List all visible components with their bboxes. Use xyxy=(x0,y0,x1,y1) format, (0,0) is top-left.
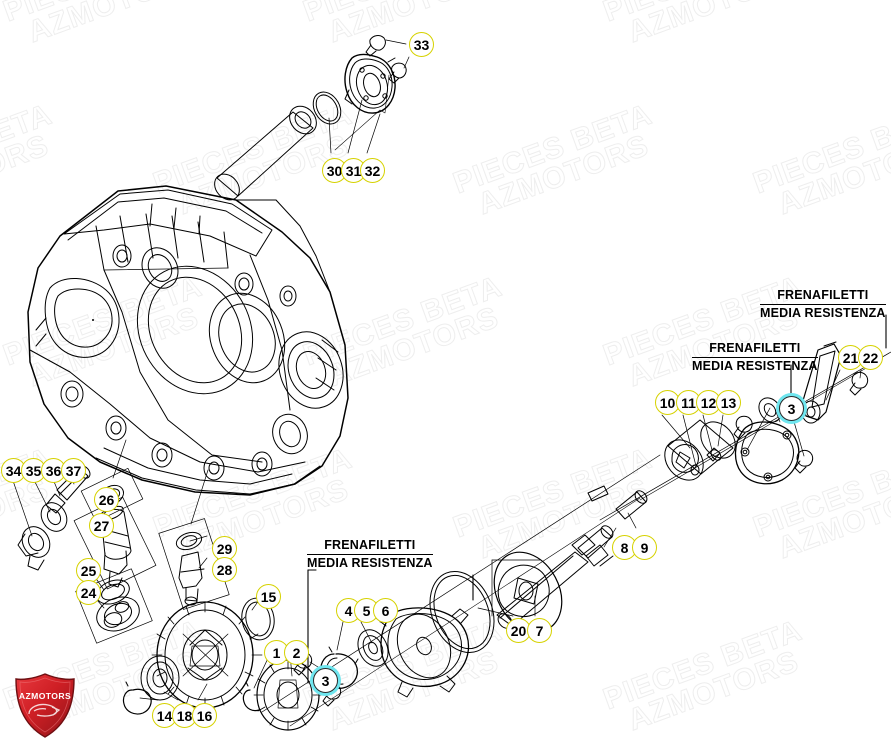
callout-11[interactable]: 11 xyxy=(676,390,701,415)
engine-crankcase xyxy=(27,185,349,496)
callout-7[interactable]: 7 xyxy=(527,618,552,643)
callout-20[interactable]: 20 xyxy=(506,618,531,643)
note-line-2: MEDIA RESISTENZA xyxy=(307,553,433,570)
callout-3[interactable]: 3 xyxy=(779,396,804,421)
azmotors-logo: AZMOTORS xyxy=(15,673,75,738)
note-line-1: FRENAFILETTI xyxy=(324,538,416,552)
callout-6[interactable]: 6 xyxy=(373,598,398,623)
oil-filter-assembly xyxy=(214,35,410,201)
note-line-2: MEDIA RESISTENZA xyxy=(692,356,818,373)
callout-27[interactable]: 27 xyxy=(89,513,114,538)
callout-13[interactable]: 13 xyxy=(716,390,741,415)
callout-16[interactable]: 16 xyxy=(192,703,217,728)
note-line-1: FRENAFILETTI xyxy=(709,341,801,355)
logo-text: AZMOTORS xyxy=(19,691,71,701)
note-line-1: FRENAFILETTI xyxy=(777,288,869,302)
callout-25[interactable]: 25 xyxy=(76,558,101,583)
callout-33[interactable]: 33 xyxy=(409,32,434,57)
callout-28[interactable]: 28 xyxy=(212,557,237,582)
callout-2[interactable]: 2 xyxy=(284,640,309,665)
callout-26[interactable]: 26 xyxy=(94,487,119,512)
note-brackets xyxy=(307,314,887,684)
callout-32[interactable]: 32 xyxy=(360,158,385,183)
callout-37[interactable]: 37 xyxy=(61,458,86,483)
callout-22[interactable]: 22 xyxy=(858,345,883,370)
callout-24[interactable]: 24 xyxy=(76,580,101,605)
water-pump-assembly xyxy=(599,341,891,521)
callout-9[interactable]: 9 xyxy=(632,535,657,560)
callout-36[interactable]: 36 xyxy=(41,458,66,483)
callout-29[interactable]: 29 xyxy=(212,536,237,561)
note-line-2: MEDIA RESISTENZA xyxy=(760,303,886,320)
callout-15[interactable]: 15 xyxy=(256,584,281,609)
callout-3[interactable]: 3 xyxy=(313,668,338,693)
